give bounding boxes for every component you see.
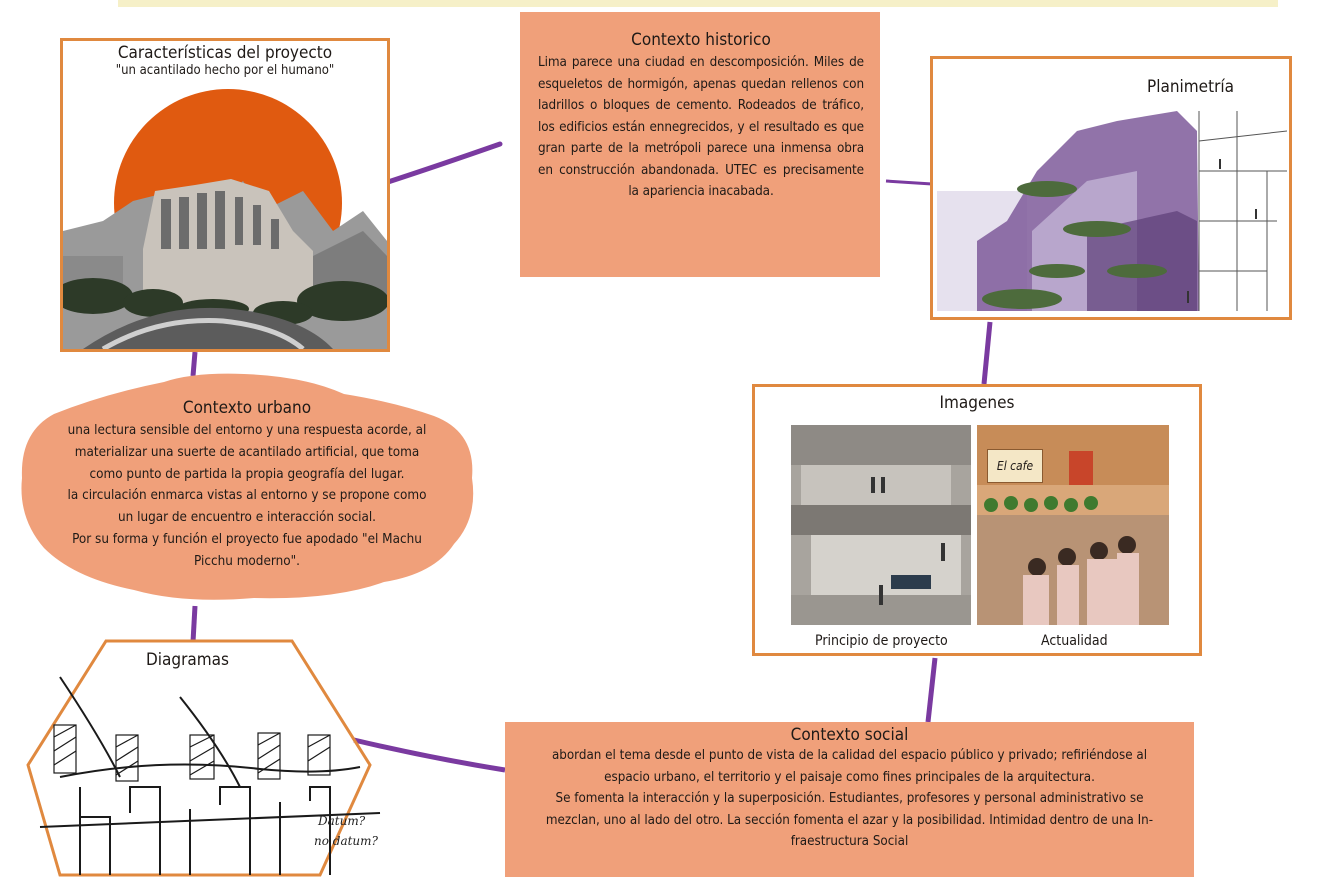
imagenes-title: Imagenes <box>939 393 1015 413</box>
principio-photo <box>791 425 971 625</box>
building-collage-image <box>63 89 387 349</box>
caracteristicas-card: Características del proyecto "un acantil… <box>60 38 390 352</box>
link-imagenes-social <box>925 657 938 723</box>
caracteristicas-title: Características del proyecto <box>117 43 333 63</box>
link-caracteristicas-historico <box>385 141 503 185</box>
diagram-note-1: Datum? <box>317 814 366 828</box>
planimetria-title: Planimetría <box>1146 77 1234 97</box>
caracteristicas-subtitle: "un acantilado hecho por el humano" <box>115 63 335 78</box>
urbano-line: materializar una suerte de acantilado ar… <box>74 444 420 460</box>
historico-card: Contexto historico Lima parece una ciuda… <box>520 12 880 277</box>
principio-caption: Principio de proyecto <box>815 633 948 649</box>
social-line: espacio urbano, el territorio y el paisa… <box>604 769 1095 785</box>
social-line: fraestructura Social <box>790 834 909 850</box>
link-historico-planimetria <box>885 179 933 186</box>
actualidad-caption: Actualidad <box>1041 633 1108 649</box>
urbano-title: Contexto urbano <box>182 398 312 418</box>
social-title: Contexto social <box>790 725 909 745</box>
link-caracteristicas-urbano <box>190 351 198 377</box>
urbano-line: la circulación enmarca vistas al entorno… <box>67 488 427 504</box>
historico-title: Contexto historico <box>631 30 771 50</box>
link-urbano-diagramas <box>190 605 198 643</box>
urbano-line: como punto de partida la propia geografí… <box>89 466 405 482</box>
social-card: Contexto social abordan el tema desde el… <box>505 722 1194 877</box>
diagram-note-2: no datum? <box>314 834 379 848</box>
top-band <box>118 0 1278 7</box>
urbano-blob-shape <box>21 373 474 600</box>
historico-text: Lima parece una ciudad en descomposición… <box>538 55 864 199</box>
actualidad-photo-wrap: El cafe <box>977 425 1169 625</box>
urbano-text: una lectura sensible del entorno y una r… <box>14 420 480 573</box>
section-drawing-image <box>937 111 1287 311</box>
urbano-card: Contexto urbano una lectura sensible del… <box>14 368 480 608</box>
imagenes-card: Imagenes El cafe Principio de proyect <box>752 384 1202 656</box>
social-line: abordan el tema desde el punto de vista … <box>551 748 1148 763</box>
urbano-line: Picchu moderno". <box>194 553 300 569</box>
social-line: mezclan, uno al lado del otro. La secció… <box>545 812 1154 828</box>
link-diagramas-social <box>353 737 506 773</box>
urbano-line: Por su forma y función el proyecto fue a… <box>72 531 422 547</box>
diagramas-title: Diagramas <box>146 650 230 670</box>
cafe-sign: El cafe <box>987 449 1043 483</box>
planimetria-card: Planimetría <box>930 56 1292 320</box>
urbano-line: una lectura sensible del entorno y una r… <box>67 423 427 438</box>
urbano-line: un lugar de encuentro e interacción soci… <box>118 510 376 526</box>
link-planimetria-imagenes <box>981 321 993 385</box>
social-line: Se fomenta la interacción y la superposi… <box>555 791 1144 807</box>
diagramas-hexagon: Datum? no datum? <box>26 639 381 877</box>
